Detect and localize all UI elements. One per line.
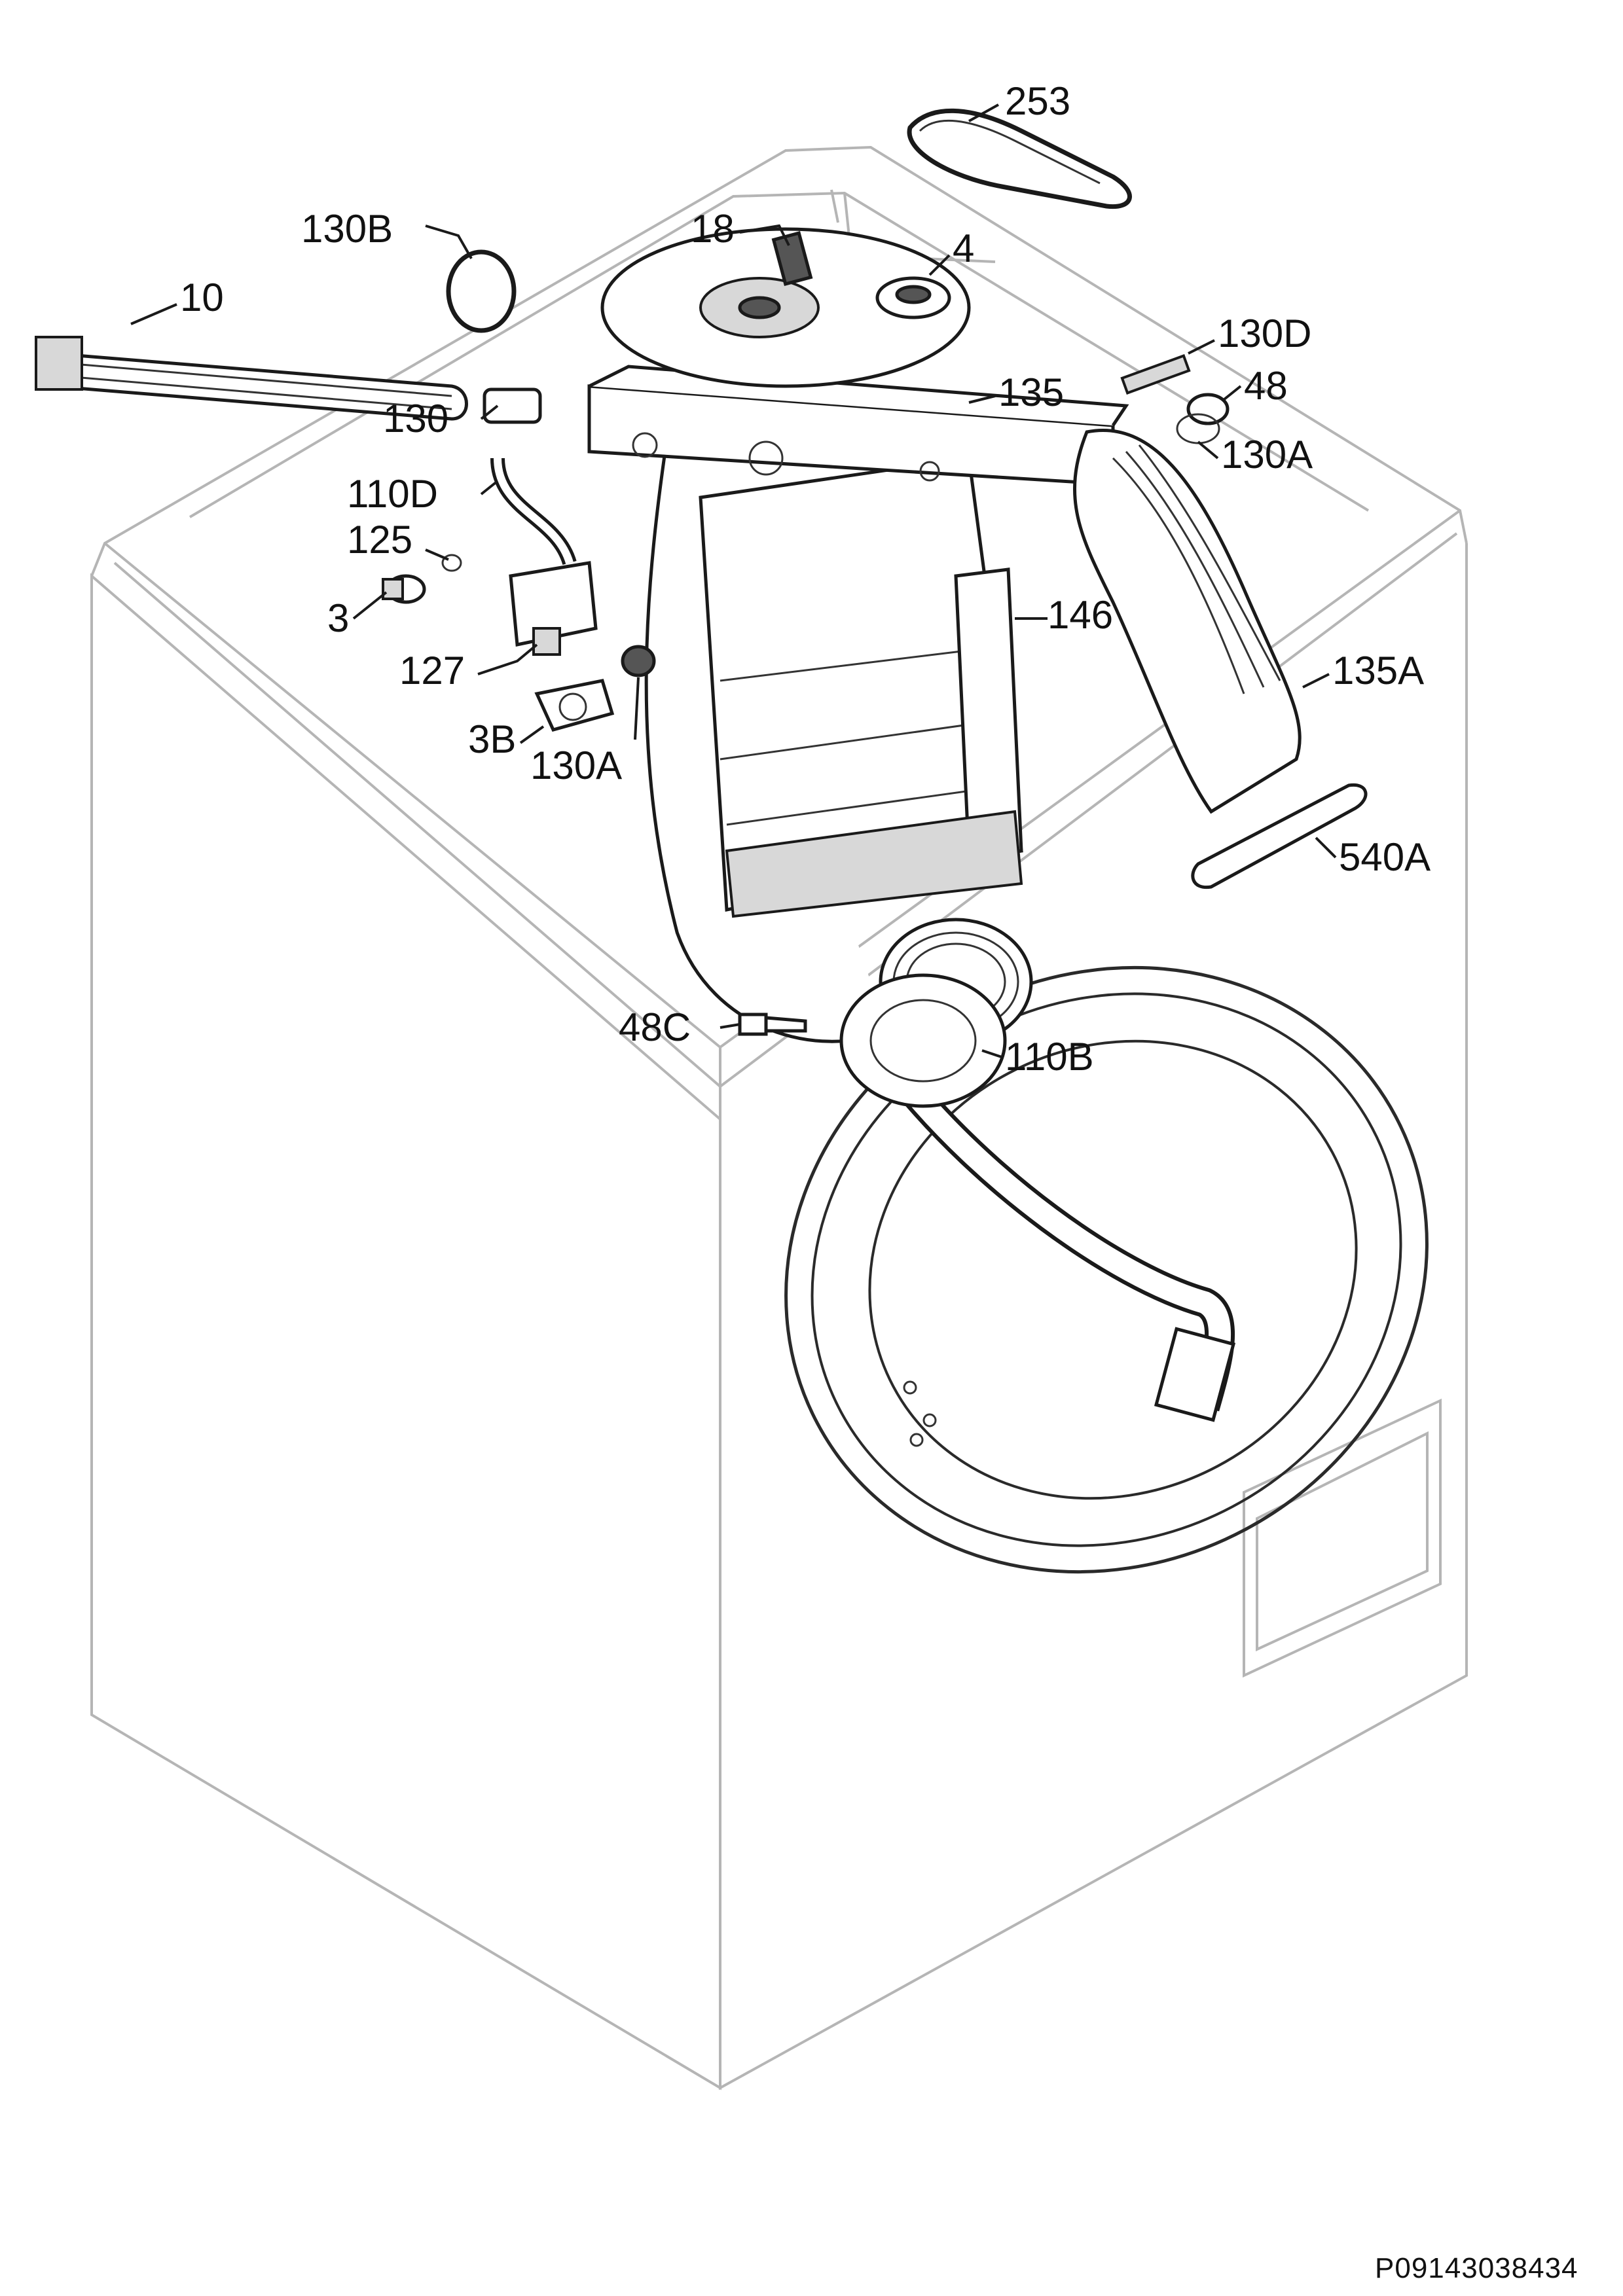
label-135a: 135A bbox=[1332, 649, 1424, 692]
label-110b: 110B bbox=[1005, 1035, 1094, 1079]
part-labels: 253 130B 18 4 10 130D 48 135 130A 130 11… bbox=[180, 79, 1431, 1079]
label-540a: 540A bbox=[1339, 835, 1431, 879]
heating-element bbox=[35, 336, 468, 421]
label-10: 10 bbox=[180, 276, 224, 319]
label-125: 125 bbox=[347, 518, 412, 562]
sensor-3 bbox=[382, 554, 462, 604]
label-130b: 130B bbox=[301, 207, 393, 251]
label-18: 18 bbox=[691, 207, 735, 251]
label-130a-right: 130A bbox=[1221, 433, 1313, 476]
label-130: 130 bbox=[383, 397, 448, 440]
label-48c: 48C bbox=[619, 1005, 691, 1049]
pin-48c bbox=[738, 1013, 807, 1036]
label-135: 135 bbox=[998, 370, 1064, 414]
pump-housing bbox=[600, 227, 971, 388]
gasket-130 bbox=[483, 387, 542, 424]
label-253: 253 bbox=[1005, 79, 1070, 123]
label-146: 146 bbox=[1048, 593, 1113, 637]
gasket-253 bbox=[907, 108, 1132, 209]
label-130d: 130D bbox=[1218, 312, 1311, 355]
seal-130d bbox=[1120, 354, 1191, 395]
dispenser-body bbox=[699, 456, 1023, 918]
label-4: 4 bbox=[953, 226, 974, 270]
label-48: 48 bbox=[1244, 364, 1288, 408]
label-130a-left: 130A bbox=[530, 744, 622, 787]
leader-lines bbox=[130, 103, 1337, 1058]
gasket-540a bbox=[1191, 783, 1368, 889]
drawing-code: P09143038434 bbox=[1375, 2252, 1578, 2284]
label-127: 127 bbox=[399, 649, 465, 692]
ring-seal-130b bbox=[446, 249, 517, 333]
cabinet-outline bbox=[90, 145, 1468, 2090]
label-3b: 3B bbox=[468, 717, 516, 761]
pressure-switch bbox=[509, 561, 598, 656]
cap-48 bbox=[1176, 393, 1230, 444]
label-3: 3 bbox=[327, 596, 349, 640]
inlet-duct bbox=[1073, 429, 1302, 814]
label-110d: 110D bbox=[347, 472, 438, 516]
plate-3b bbox=[534, 645, 656, 732]
bellows bbox=[839, 918, 1033, 1108]
